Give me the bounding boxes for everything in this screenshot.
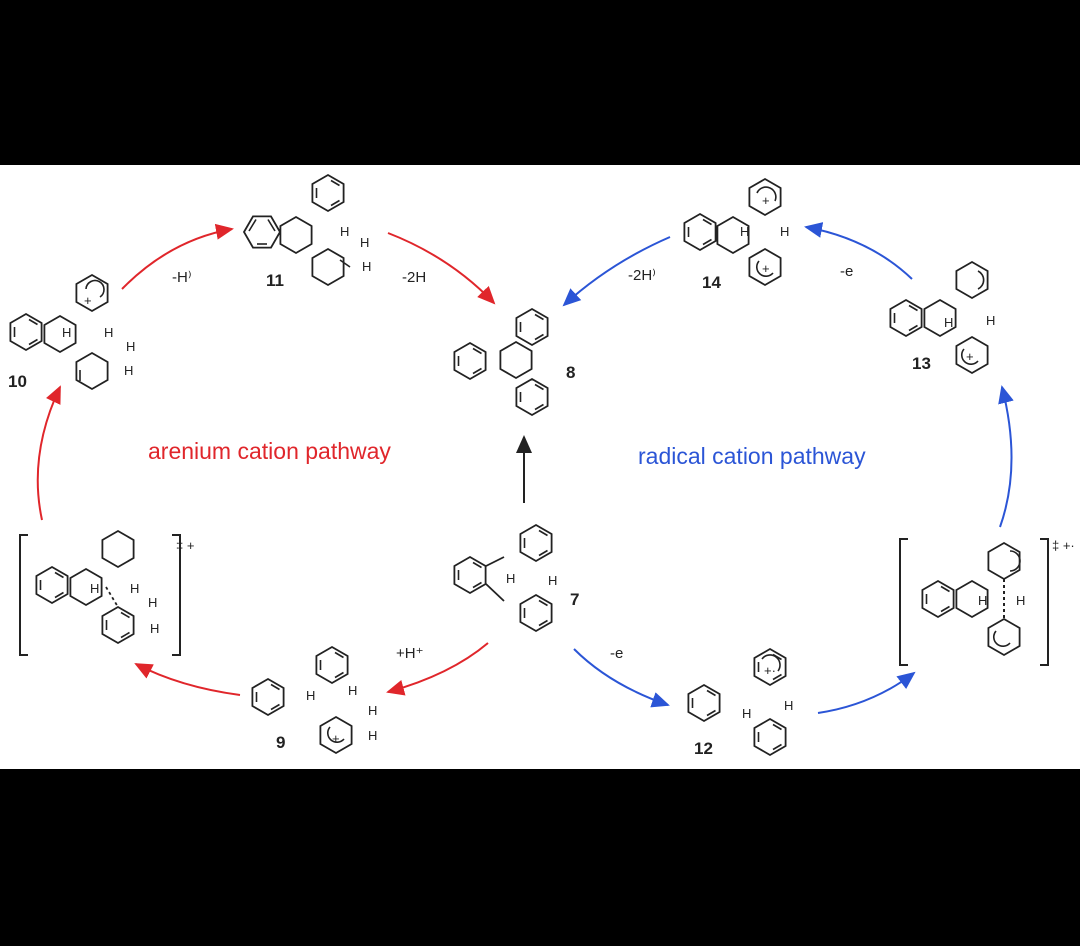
molecule-7 [453, 524, 553, 632]
step-label-minus-2h-red: -2H [402, 269, 426, 286]
svg-text:H: H [742, 706, 751, 721]
svg-text:H: H [784, 698, 793, 713]
radical-pathway-label: radical cation pathway [638, 443, 866, 469]
svg-text:H: H [360, 235, 369, 250]
svg-text:H: H [986, 313, 995, 328]
arrow-10-to-11 [121, 223, 234, 290]
ts-red-mark: ‡ + [176, 538, 194, 553]
svg-text:H: H [548, 573, 557, 588]
svg-text:H: H [126, 339, 135, 354]
svg-text:H: H [124, 363, 133, 378]
svg-text:H: H [368, 728, 377, 743]
molecule-8 [453, 308, 549, 416]
svg-text:+·: +· [764, 663, 776, 678]
svg-text:H: H [944, 315, 953, 330]
svg-text:H: H [780, 224, 789, 239]
compound-label-9: 9 [276, 733, 285, 752]
molecule-13 [889, 261, 989, 374]
arrow-11-to-8 [387, 232, 496, 305]
step-label-minus-h: -H⁾ [172, 269, 192, 286]
compound-label-7: 7 [570, 590, 579, 609]
svg-text:H: H [130, 581, 139, 596]
arrow-13-to-14 [804, 222, 913, 280]
svg-text:H: H [104, 325, 113, 340]
molecule-11 [243, 174, 351, 286]
arrow-7-to-12 [573, 648, 670, 708]
arrow-14-to-8 [562, 236, 671, 307]
step-label-minus-2h-blue: -2H⁾ [628, 267, 656, 284]
scheme-panel: arenium cation pathway radical cation pa… [0, 165, 1080, 769]
svg-text:H: H [90, 581, 99, 596]
arenium-pathway-label: arenium cation pathway [148, 438, 391, 464]
compound-label-10: 10 [8, 372, 27, 391]
step-label-minus-e-2: -e [840, 263, 853, 280]
svg-text:H: H [148, 595, 157, 610]
arrow-7-to-9 [386, 642, 489, 696]
compound-label-14: 14 [702, 273, 721, 292]
compound-label-11: 11 [266, 271, 284, 290]
svg-text:H: H [62, 325, 71, 340]
svg-text:+: + [762, 261, 770, 276]
svg-text:+: + [332, 731, 340, 746]
molecule-14 [683, 178, 782, 286]
svg-text:H: H [340, 224, 349, 239]
svg-text:H: H [368, 703, 377, 718]
atom-labels: H H H H H H H + H H + + H H + H H H H H … [62, 193, 1025, 746]
molecule-9 [251, 646, 353, 754]
arrow-ts-blue-to-13 [998, 385, 1014, 528]
molecule-12 [687, 648, 787, 756]
step-label-plus-h: +H⁺ [396, 645, 424, 662]
svg-text:H: H [150, 621, 159, 636]
ts-red [19, 530, 181, 656]
compound-label-8: 8 [566, 363, 575, 382]
step-label-minus-e-1: -e [610, 645, 623, 662]
svg-text:H: H [978, 593, 987, 608]
arrow-12-to-ts-blue [817, 671, 916, 714]
svg-text:H: H [506, 571, 515, 586]
svg-text:H: H [740, 224, 749, 239]
compound-label-13: 13 [912, 354, 931, 373]
ts-blue-mark: ‡ +· [1052, 538, 1075, 553]
arrow-ts-red-to-10 [36, 385, 61, 521]
compound-label-12: 12 [694, 739, 713, 758]
svg-text:H: H [306, 688, 315, 703]
svg-text:H: H [348, 683, 357, 698]
arrow-9-to-ts-red [134, 663, 241, 696]
reaction-scheme: arenium cation pathway radical cation pa… [8, 174, 1075, 758]
svg-text:+: + [84, 293, 92, 308]
svg-text:H: H [1016, 593, 1025, 608]
svg-text:+: + [762, 193, 770, 208]
ts-blue [899, 538, 1049, 666]
molecule-10 [9, 274, 109, 390]
svg-text:+: + [966, 349, 974, 364]
svg-text:H: H [362, 259, 371, 274]
